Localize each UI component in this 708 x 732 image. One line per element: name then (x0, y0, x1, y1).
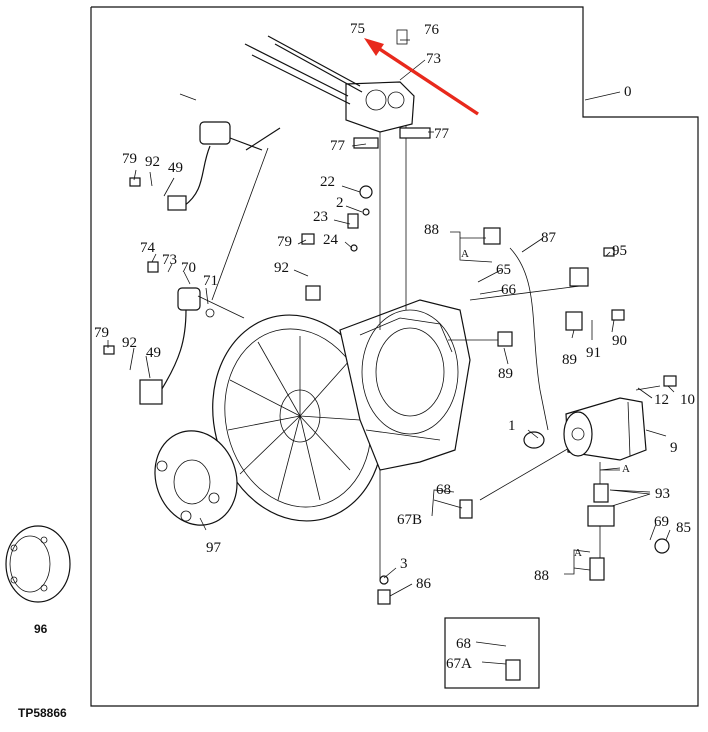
callout-49: 49 (146, 345, 161, 361)
callout-91: 91 (586, 345, 601, 361)
callout-71: 71 (203, 273, 218, 289)
highlight-arrow-head (364, 38, 384, 56)
callout-labels: 75 76 73 0 77 77 79 92 49 22 2 23 24 79 … (18, 21, 695, 720)
callout-77: 77 (330, 138, 346, 154)
flywheel-housing (212, 314, 384, 522)
callout-79: 79 (122, 151, 137, 167)
callout-88: 88 (534, 568, 549, 584)
callout-70: 70 (181, 260, 196, 276)
callout-92: 92 (122, 335, 137, 351)
drive-coupling (154, 430, 238, 526)
callout-69: 69 (654, 514, 669, 530)
speed-sensor-upper (167, 93, 281, 211)
callout-90: 90 (612, 333, 627, 349)
diagram-id: TP58866 (18, 706, 67, 720)
callout-12: 12 (654, 392, 669, 408)
fasteners (103, 127, 677, 681)
callout-92: 92 (145, 154, 160, 170)
callout-76: 76 (424, 22, 440, 38)
callout-10: 10 (680, 392, 695, 408)
transmission-body (339, 299, 471, 471)
letter-a: A (461, 248, 469, 260)
highlight-arrow-shaft (371, 42, 479, 116)
callout-1: 1 (508, 418, 516, 434)
leader-lines (107, 39, 675, 665)
callout-67b: 67B (397, 512, 422, 528)
callout-3: 3 (400, 556, 408, 572)
damper-disc (5, 525, 71, 603)
callout-9: 9 (670, 440, 678, 456)
callout-86: 86 (416, 576, 432, 592)
callout-77: 77 (434, 126, 450, 142)
starter-motor (523, 385, 661, 461)
callout-79: 79 (94, 325, 109, 341)
callout-75: 75 (350, 21, 365, 37)
speed-sensor-lower (139, 287, 245, 405)
diagram-frame (90, 6, 699, 707)
callout-93: 93 (655, 486, 670, 502)
callout-68: 68 (436, 482, 451, 498)
callout-0: 0 (624, 84, 632, 100)
callout-89: 89 (562, 352, 577, 368)
callout-73: 73 (426, 51, 441, 67)
callout-73: 73 (162, 252, 177, 268)
callout-23: 23 (313, 209, 328, 225)
callout-49: 49 (168, 160, 183, 176)
callout-87: 87 (541, 230, 557, 246)
callout-85: 85 (676, 520, 691, 536)
switch-fitting-assembly (587, 462, 670, 581)
callout-66: 66 (501, 282, 517, 298)
callout-96: 96 (34, 622, 48, 636)
callout-2: 2 (336, 195, 344, 211)
callout-79: 79 (277, 234, 292, 250)
callout-67a: 67A (446, 656, 472, 672)
callout-95: 95 (612, 243, 627, 259)
wiring-harness (211, 147, 549, 431)
callout-65: 65 (496, 262, 511, 278)
letter-a: A (622, 463, 630, 475)
callout-92: 92 (274, 260, 289, 276)
callout-22: 22 (320, 174, 335, 190)
inset-box (444, 617, 540, 689)
callout-74: 74 (140, 240, 156, 256)
letter-a: A (574, 547, 582, 559)
callout-24: 24 (323, 232, 339, 248)
callout-88: 88 (424, 222, 439, 238)
callout-68: 68 (456, 636, 471, 652)
callout-89: 89 (498, 366, 513, 382)
control-valve-assembly (244, 29, 415, 330)
callout-97: 97 (206, 540, 222, 556)
